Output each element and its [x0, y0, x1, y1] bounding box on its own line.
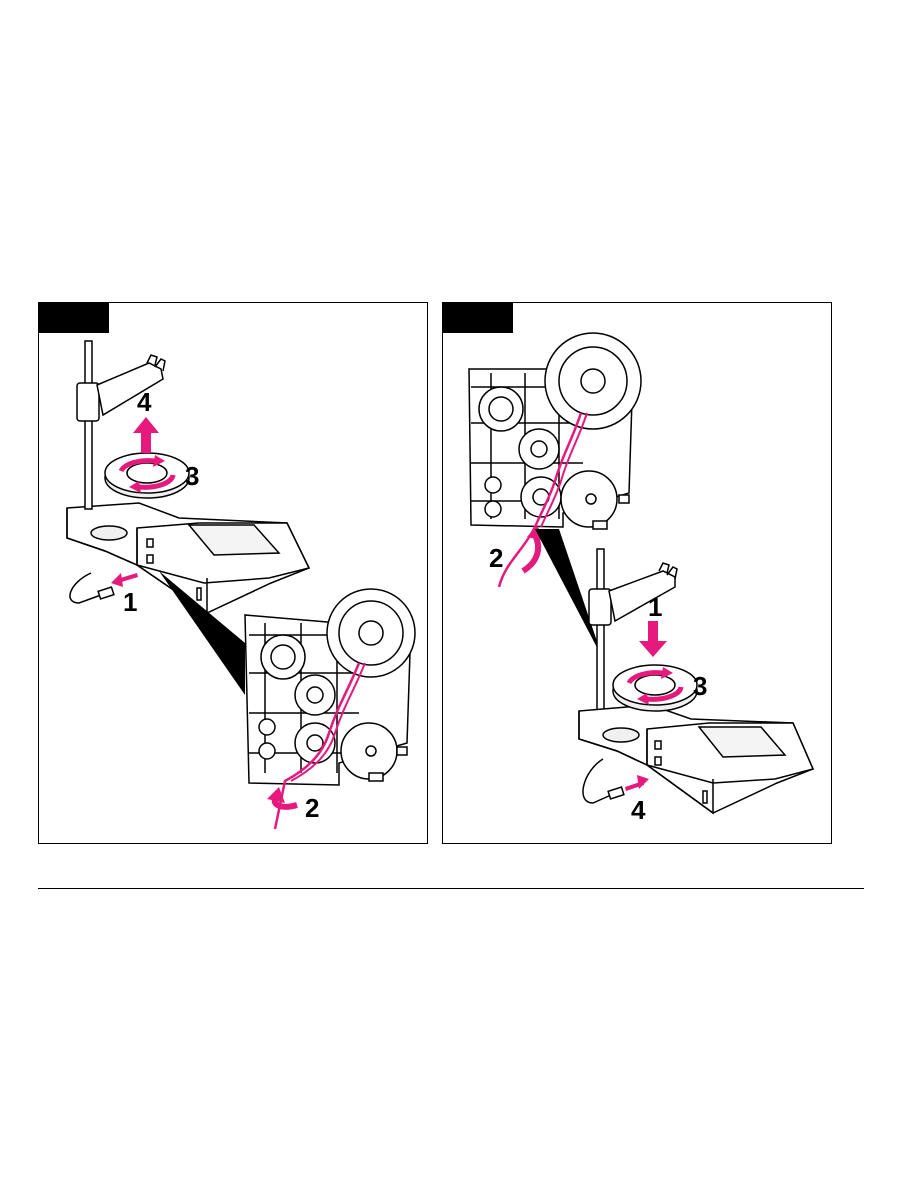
- underside-detail: [469, 333, 641, 529]
- step-3-label: 3: [185, 461, 199, 491]
- install-illustration: 1 2 3 4: [443, 303, 832, 844]
- footer-rule: [38, 888, 864, 889]
- remove-illustration: 1 2 3 4: [39, 303, 428, 844]
- step-3-label: 3: [693, 671, 707, 701]
- cable: [583, 759, 624, 803]
- figure-panel-install: 1 2 3 4: [442, 302, 832, 844]
- step-2-label: 2: [305, 793, 319, 823]
- step-1-label: 1: [648, 592, 662, 622]
- plug-arrow-icon: [625, 775, 649, 791]
- step-4-label: 4: [137, 387, 152, 417]
- step-2-label: 2: [489, 543, 503, 573]
- lower-arrow-icon: [639, 621, 667, 657]
- figure-panel-remove: 1 2 3 4: [38, 302, 428, 844]
- feed-arrow-icon: [523, 535, 538, 571]
- cable: [70, 573, 114, 603]
- underside-detail: [245, 589, 415, 785]
- step-4-label: 4: [631, 795, 646, 825]
- unplug-arrow-icon: [111, 573, 138, 587]
- lift-arrow-icon: [133, 417, 159, 453]
- step-1-label: 1: [123, 587, 137, 617]
